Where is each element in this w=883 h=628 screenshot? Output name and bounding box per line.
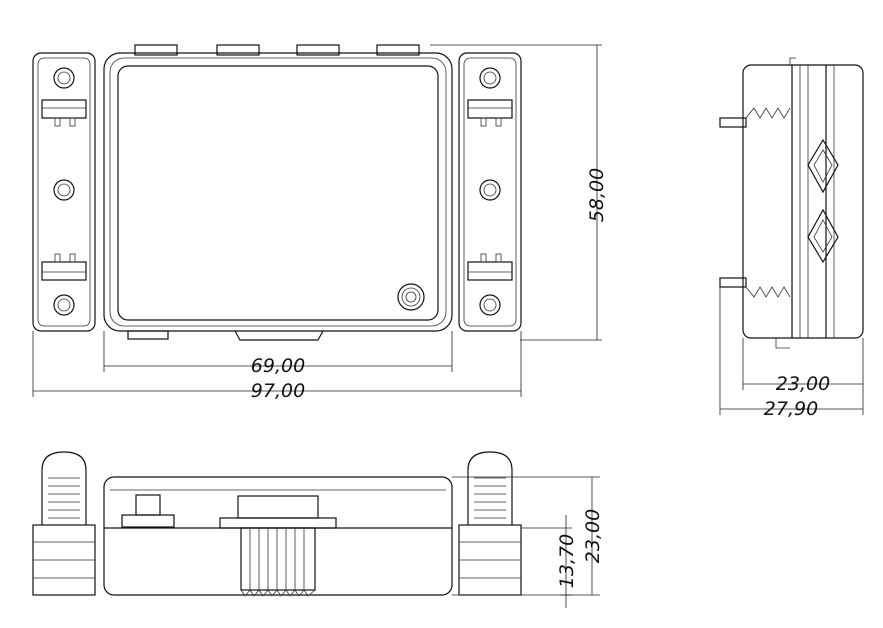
dim-text-23-bottom: 23,00	[582, 509, 604, 563]
right-mounting-bracket	[458, 52, 522, 332]
dim-69-width: 69,00	[103, 331, 453, 377]
side-view: 23,00 27,90	[719, 57, 864, 420]
dim-58-height: 58,00	[430, 44, 608, 341]
dim-text-97: 97,00	[251, 380, 305, 402]
bottom-view: 23,00 13,70	[32, 451, 604, 608]
dim-text-13: 13,70	[556, 534, 578, 588]
dim-text-23-side: 23,00	[776, 373, 830, 395]
dim-text-58: 58,00	[586, 168, 608, 222]
dim-13-bottom: 13,70	[521, 515, 578, 608]
left-post	[32, 451, 96, 596]
dim-27-side: 27,90	[719, 287, 864, 420]
dim-text-69: 69,00	[251, 355, 305, 377]
left-mounting-bracket	[32, 52, 96, 332]
dim-23-side: 23,00	[742, 338, 864, 395]
dim-23-bottom: 23,00	[452, 476, 604, 596]
front-view: 58,00 69,00 97,00	[32, 44, 608, 402]
enclosure-body-front	[103, 52, 453, 341]
enclosure-body-bottom	[103, 476, 453, 597]
dim-text-27: 27,90	[764, 398, 818, 420]
right-post	[458, 451, 522, 596]
dim-97-width: 97,00	[32, 331, 522, 402]
